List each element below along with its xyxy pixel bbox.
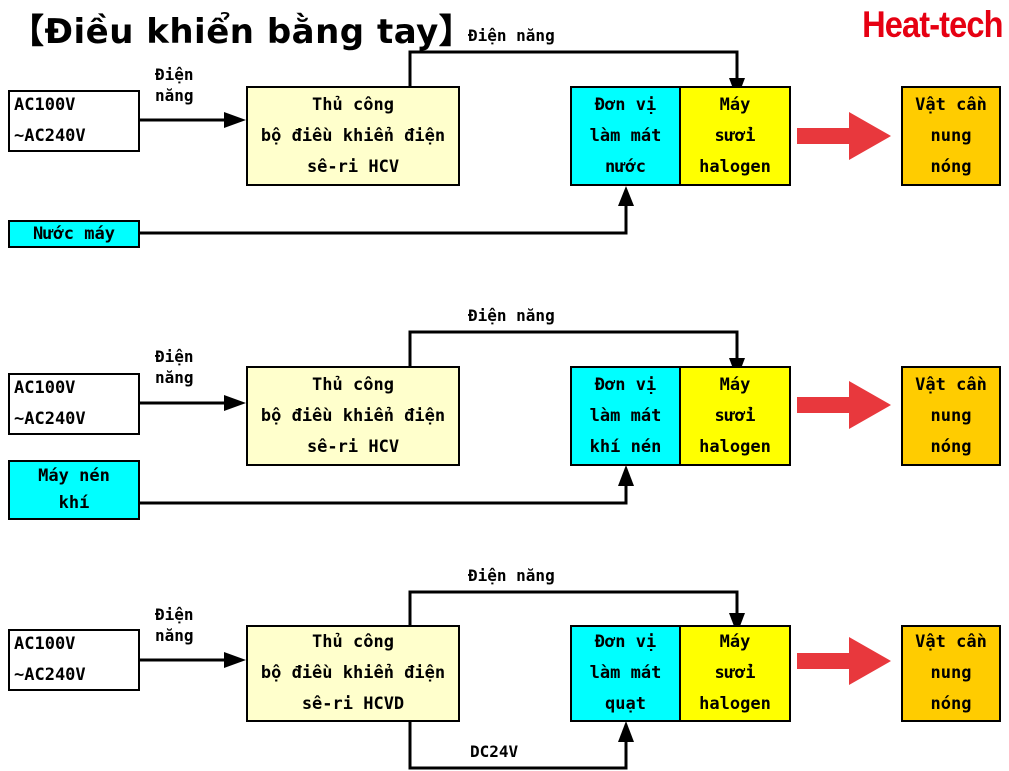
ac-voltage-label: AC100V: [14, 634, 76, 654]
heated-object: Vật cần nung nóng: [901, 86, 1001, 186]
power-label: Điện năng: [155, 605, 194, 645]
tap-water-source: Nước máy: [8, 220, 140, 248]
controller-box: Thủ công bộ điều khiển điện sê-ri HCVD: [246, 625, 460, 722]
controller-box: Thủ công bộ điều khiển điện sê-ri HCV: [246, 86, 460, 186]
heat-arrows: [797, 112, 891, 685]
ac-voltage-range: ~AC240V: [14, 665, 86, 685]
heat-arrow-2: [797, 381, 891, 429]
top-power-label: Điện năng: [468, 566, 555, 585]
dc-voltage-label: DC24V: [470, 742, 519, 761]
brand-logo: Heat-tech: [862, 4, 1004, 45]
heat-arrow-3: [797, 637, 891, 685]
cooling-unit: Đơn vị làm mát quạt: [570, 625, 681, 722]
wire-paths: [140, 50, 739, 770]
top-power-label: Điện năng: [468, 306, 555, 325]
ac-voltage-label: AC100V: [14, 378, 76, 398]
ac-voltage-label: AC100V: [14, 95, 76, 115]
power-label: Điện năng: [155, 347, 194, 387]
heat-arrow-1: [797, 112, 891, 160]
heated-object: Vật cần nung nóng: [901, 625, 1001, 722]
ac-voltage-range: ~AC240V: [14, 126, 86, 146]
ac-power-source: AC100V ~AC240V: [8, 629, 140, 691]
halogen-heater: Máy sưởi halogen: [679, 366, 791, 466]
power-label: Điện năng: [155, 65, 194, 105]
heated-object: Vật cần nung nóng: [901, 366, 1001, 466]
top-power-label: Điện năng: [468, 26, 555, 45]
diagram-title: 【Điều khiển bằng tay】: [10, 12, 474, 52]
ac-power-source: AC100V ~AC240V: [8, 373, 140, 435]
halogen-heater: Máy sưởi halogen: [679, 86, 791, 186]
ac-voltage-range: ~AC240V: [14, 409, 86, 429]
cooling-unit: Đơn vị làm mát nước: [570, 86, 681, 186]
ac-power-source: AC100V ~AC240V: [8, 90, 140, 152]
halogen-heater: Máy sưởi halogen: [679, 625, 791, 722]
air-compressor-source: Máy nén khí: [8, 460, 140, 520]
cooling-unit: Đơn vị làm mát khí nén: [570, 366, 681, 466]
controller-box: Thủ công bộ điều khiển điện sê-ri HCV: [246, 366, 460, 466]
